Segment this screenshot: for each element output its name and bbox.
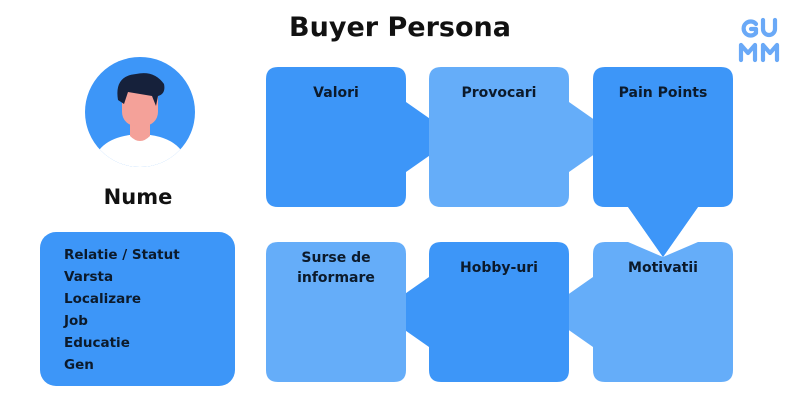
step-label-provocari: Provocari xyxy=(462,85,537,101)
step-label-pain-points: Pain Points xyxy=(619,85,708,101)
step-hobby-uri-box xyxy=(379,242,569,382)
pain-points-arrow xyxy=(628,207,698,257)
step-motivatii-box xyxy=(543,242,733,382)
step-label-motivatii: Motivatii xyxy=(628,260,698,276)
info-item-educatie: Educatie xyxy=(64,335,130,351)
step-label-hobby-uri: Hobby-uri xyxy=(460,260,538,276)
step-provocari-box xyxy=(429,67,619,207)
step-pain-points-box xyxy=(593,67,733,257)
persona-info-card: Relatie / Statut Varsta Localizare Job E… xyxy=(40,232,235,386)
person-avatar-icon xyxy=(85,57,195,167)
persona-name: Nume xyxy=(103,185,173,209)
info-item-localizare: Localizare xyxy=(64,291,142,307)
info-item-gen: Gen xyxy=(64,357,94,373)
step-label-surse-line1: Surse de xyxy=(301,250,370,266)
step-surse-box xyxy=(266,242,406,382)
gumm-logo xyxy=(738,17,780,63)
step-valori-box xyxy=(266,67,456,207)
step-label-surse-line2: informare xyxy=(297,270,375,286)
info-item-varsta: Varsta xyxy=(64,269,114,285)
page-title: Buyer Persona xyxy=(289,12,511,43)
info-item-relatie: Relatie / Statut xyxy=(64,247,180,263)
info-item-job: Job xyxy=(64,313,88,329)
step-label-valori: Valori xyxy=(313,85,359,101)
